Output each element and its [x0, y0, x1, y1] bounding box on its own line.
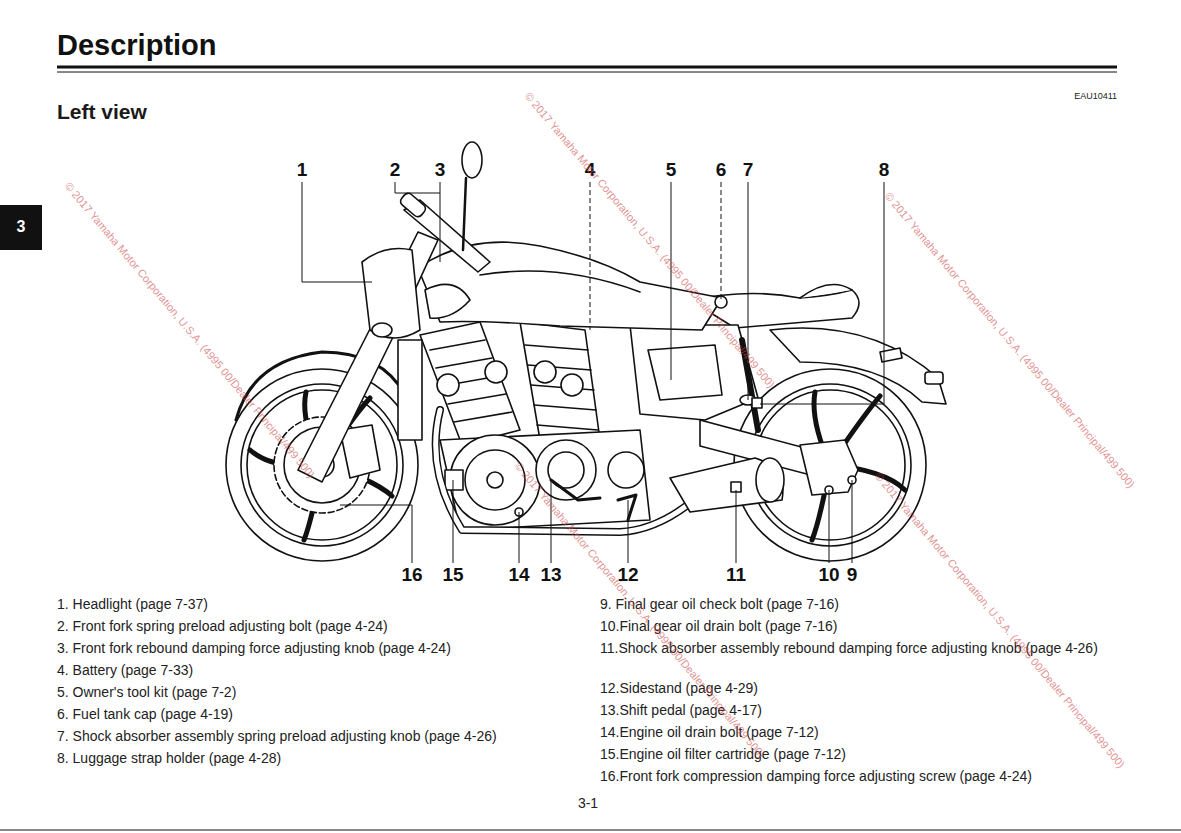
- watermark: © 2017 Yamaha Motor Corporation, U.S.A. …: [63, 180, 318, 480]
- leader-lines: [760, 182, 884, 404]
- grip: [399, 191, 428, 218]
- chapter-tab: [0, 205, 42, 250]
- callout-number: 5: [666, 159, 677, 181]
- oil-filter: [445, 470, 463, 490]
- tail-light: [925, 372, 943, 384]
- page-rules: [0, 67, 1181, 830]
- leader-lines: [590, 182, 591, 330]
- callout-number: 15: [442, 564, 463, 586]
- engine: [487, 472, 503, 488]
- shift-pedal: [551, 480, 600, 500]
- callout-number: 1: [297, 159, 308, 181]
- leader-lines: [453, 480, 454, 563]
- callout-number: 2: [390, 159, 401, 181]
- engine: [485, 361, 507, 383]
- headlight: [362, 249, 420, 339]
- page-title: Description: [57, 29, 217, 62]
- strap-holder: [752, 398, 762, 408]
- part-list-item: 10.Final gear oil drain bolt (page 7-16): [600, 617, 837, 635]
- engine: [440, 430, 650, 530]
- part-list-item: 7. Shock absorber assembly spring preloa…: [57, 727, 497, 745]
- part-list-item: 12.Sidestand (page 4-29): [600, 679, 758, 697]
- callout-number: 16: [401, 564, 422, 586]
- part-list-item: 2. Front fork spring preload adjusting b…: [57, 617, 388, 635]
- callout-number: 9: [847, 564, 858, 586]
- callout-number: 8: [879, 159, 890, 181]
- callout-number: 10: [818, 564, 839, 586]
- callout-number: 3: [435, 159, 446, 181]
- page-number: 3-1: [578, 795, 598, 811]
- engine: [437, 374, 459, 396]
- tool-kit-panel: [648, 345, 722, 400]
- mirror-stem: [463, 178, 466, 250]
- part-list-item: 14.Engine oil drain bolt (page 7-12): [600, 723, 819, 741]
- leader-lines: [519, 512, 520, 563]
- leader-lines: [721, 182, 722, 300]
- part-list-item: 15.Engine oil filter cartridge (page 7-1…: [600, 745, 846, 763]
- callout-number: 14: [508, 564, 529, 586]
- part-list-item: 3. Front fork rebound damping force adju…: [57, 639, 451, 657]
- watermark: © 2017 Yamaha Motor Corporation, U.S.A. …: [873, 470, 1128, 770]
- front-turn-signal: [372, 323, 392, 337]
- view-heading: Left view: [57, 100, 147, 124]
- leader-lines: [852, 480, 853, 563]
- part-list-item: 1. Headlight (page 7-37): [57, 595, 208, 613]
- leader-lines: [302, 182, 884, 563]
- leader-lines: [395, 182, 440, 193]
- rear-wheel: [755, 390, 905, 540]
- mirror: [462, 142, 482, 178]
- page-rules: [0, 830, 1181, 831]
- rear-wheel: [749, 384, 911, 546]
- page-rules: [57, 72, 1117, 73]
- fork-lower: [298, 325, 394, 482]
- radiator: [398, 340, 422, 440]
- sidestand: [618, 495, 636, 520]
- leader-lines: [340, 505, 412, 563]
- engine: [525, 345, 598, 430]
- rear-wheel: [756, 392, 905, 540]
- leader-lines: [671, 182, 672, 380]
- page-rules: [57, 66, 1117, 69]
- callout-number: 13: [540, 564, 561, 586]
- leader-lines: [628, 500, 629, 563]
- rear-wheel: [734, 369, 926, 561]
- leader-lines: [736, 490, 737, 563]
- leader-lines: [829, 490, 830, 563]
- chapter-tab-number: 3: [17, 218, 26, 236]
- callout-number: 11: [726, 564, 746, 586]
- part-list-item: 4. Battery (page 7-33): [57, 661, 193, 679]
- leader-lines: [440, 182, 441, 262]
- part-list-item: 5. Owner's tool kit (page 7-2): [57, 683, 236, 701]
- engine: [520, 322, 600, 440]
- engine: [465, 450, 525, 510]
- pillion-hump: [800, 285, 852, 298]
- engine: [561, 374, 583, 396]
- motorcycle-illustration: [226, 142, 946, 561]
- leader-lines: [302, 182, 372, 282]
- engine: [534, 361, 556, 383]
- reference-code: EAU10411: [1074, 91, 1117, 101]
- callout-number: 7: [743, 159, 754, 181]
- part-list-item: 8. Luggage strap holder (page 4-28): [57, 749, 281, 767]
- rear-turn-signal: [880, 348, 902, 362]
- rear-wheel: [734, 369, 926, 561]
- part-list-item: 6. Fuel tank cap (page 4-19): [57, 705, 233, 723]
- callout-number: 6: [716, 159, 727, 181]
- engine: [608, 452, 644, 488]
- engine: [420, 322, 650, 530]
- muffler-tip: [756, 458, 784, 502]
- final-drive: [800, 440, 858, 495]
- leader-lines: [551, 480, 552, 563]
- motorcycle-illustration: [480, 271, 640, 292]
- air-scoop: [425, 284, 470, 318]
- part-list-item: 16.Front fork compression damping force …: [600, 767, 1032, 785]
